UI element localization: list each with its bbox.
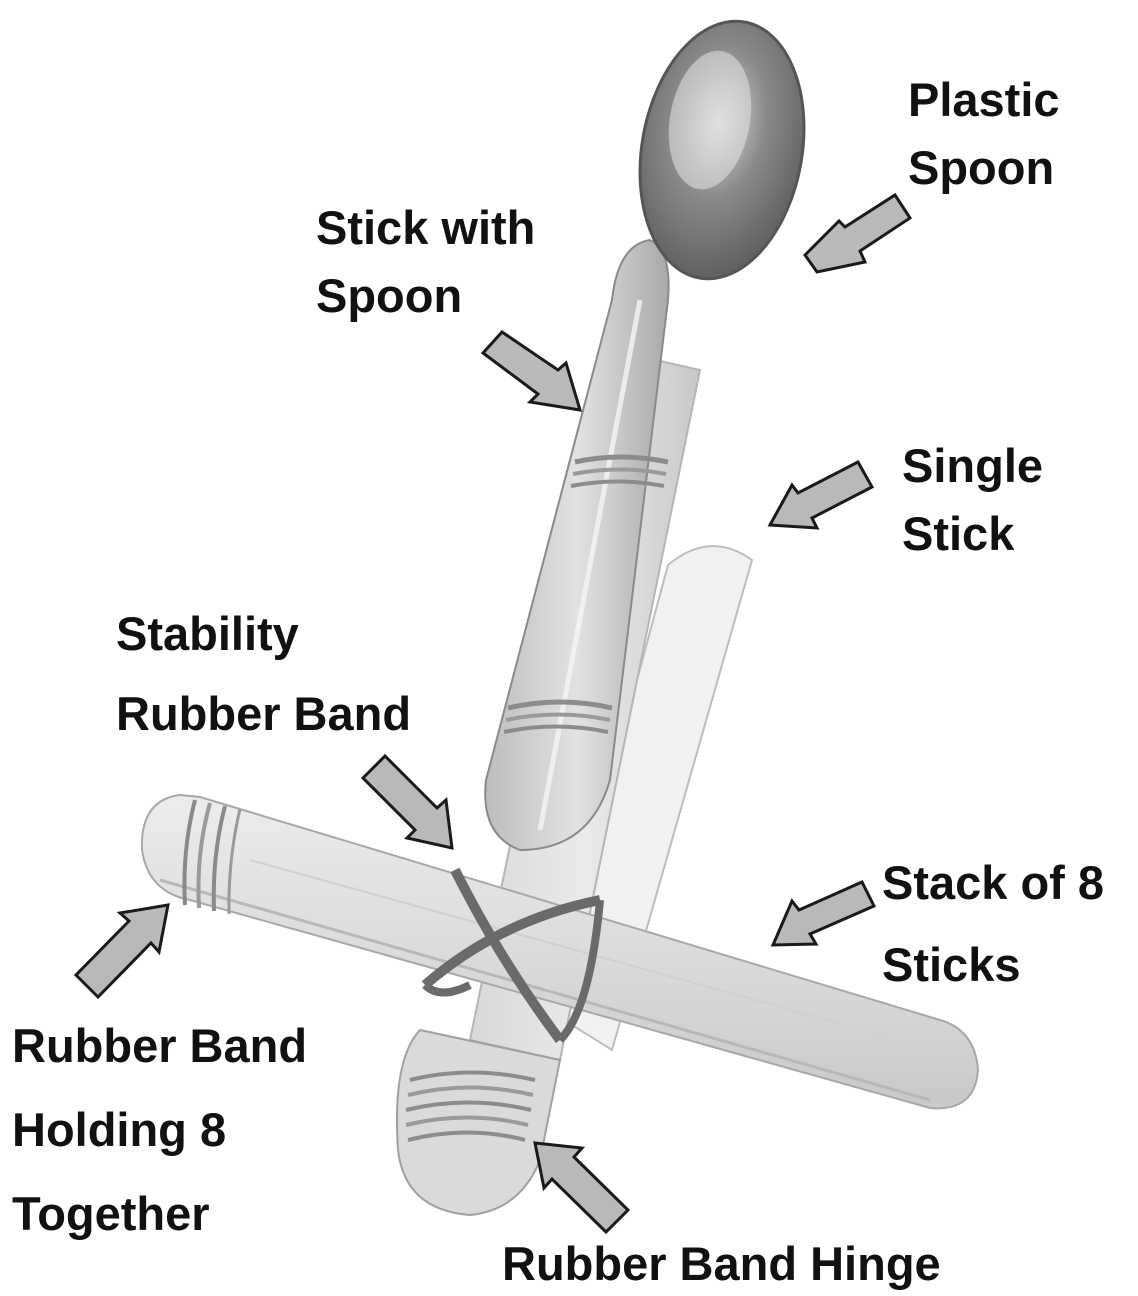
label-line: Sticks — [882, 924, 1104, 1006]
arrow-plastic-spoon — [805, 195, 910, 272]
label-line: Rubber Band — [12, 1004, 307, 1088]
label-line: Stack of 8 — [882, 842, 1104, 924]
label-rubber-band-hinge: Rubber Band Hinge — [502, 1230, 941, 1296]
label-stick-with-spoon: Stick with Spoon — [316, 194, 535, 330]
label-line: Stick — [902, 500, 1043, 568]
label-rubber-band-holding-8: Rubber Band Holding 8 Together — [12, 1004, 307, 1256]
label-single-stick: Single Stick — [902, 432, 1043, 568]
label-line: Single — [902, 432, 1043, 500]
arrow-stick-with-spoon — [483, 332, 580, 410]
arrow-single-stick — [770, 462, 872, 528]
label-line: Stick with — [316, 194, 535, 262]
label-plastic-spoon: Plastic Spoon — [908, 66, 1060, 202]
label-line: Rubber Band Hinge — [502, 1230, 941, 1296]
label-line: Stability — [116, 594, 411, 674]
label-line: Holding 8 — [12, 1088, 307, 1172]
arrow-hinge — [535, 1143, 628, 1232]
arrow-stack-of-8 — [773, 882, 874, 945]
label-line: Plastic — [908, 66, 1060, 134]
label-line: Together — [12, 1172, 307, 1256]
arrow-band-holding-8 — [76, 905, 168, 997]
label-line: Spoon — [908, 134, 1060, 202]
arrow-stability-band — [363, 756, 452, 848]
label-stability-rubber-band: Stability Rubber Band — [116, 594, 411, 754]
label-line: Spoon — [316, 262, 535, 330]
label-stack-of-8-sticks: Stack of 8 Sticks — [882, 842, 1104, 1006]
label-line: Rubber Band — [116, 674, 411, 754]
